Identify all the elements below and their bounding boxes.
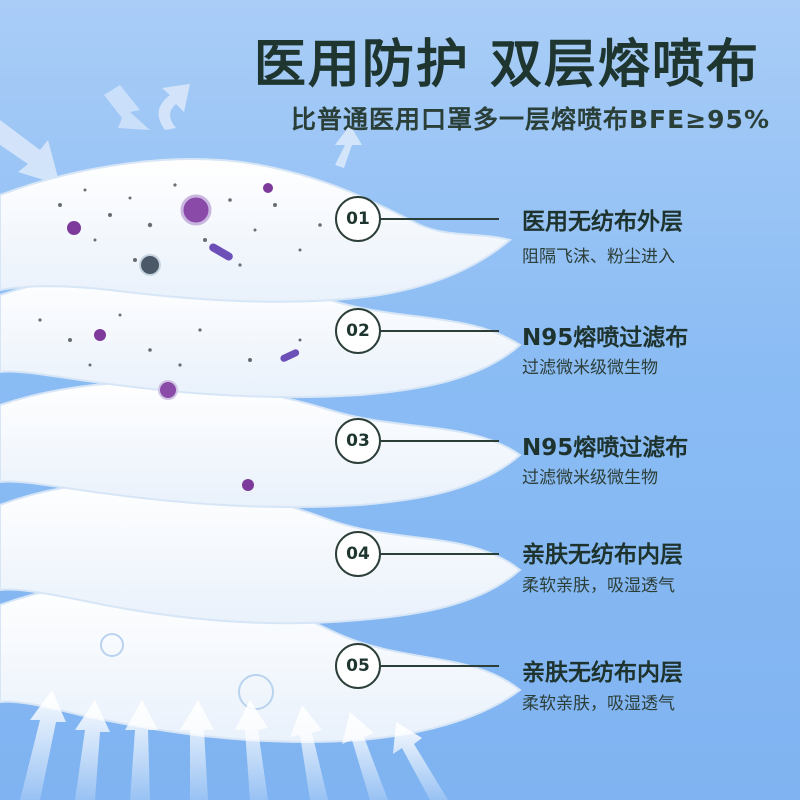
layer-row-5: 05 亲肤无纺布内层 柔软亲肤，吸湿透气 [0,643,800,753]
layer-row-4: 04 亲肤无纺布内层 柔软亲肤，吸湿透气 [0,531,800,641]
airflow-arrow-icon [0,84,362,185]
layer-description: 过滤微米级微生物 [522,468,658,488]
layer-title: 亲肤无纺布内层 [522,542,683,568]
layer-row-1: 01 医用无纺布外层 阻隔飞沫、粉尘进入 [0,196,800,306]
layer-number-badge: 04 [335,531,381,577]
layer-title: N95熔喷过滤布 [522,325,689,351]
layer-number-badge: 03 [335,418,381,464]
page-title: 医用防护 双层熔喷布 [253,35,760,95]
connector-line [381,665,499,667]
connector-line [381,218,499,220]
layer-row-2: 02 N95熔喷过滤布 过滤微米级微生物 [0,308,800,418]
layer-number-badge: 02 [335,308,381,354]
virus-icon [67,183,273,491]
dust-particles [38,183,322,367]
layer-number-badge: 05 [335,643,381,689]
connector-line [381,330,499,332]
bacteria-icon [139,243,300,362]
layer-title: 亲肤无纺布内层 [522,660,683,686]
layer-title: 医用无纺布外层 [522,209,683,235]
layer-row-3: 03 N95熔喷过滤布 过滤微米级微生物 [0,418,800,528]
page-subtitle: 比普通医用口罩多一层熔喷布BFE≥95% [291,105,770,134]
layer-title: N95熔喷过滤布 [522,435,689,461]
water-droplet-icon [100,633,274,710]
connector-line [381,553,499,555]
layer-description: 过滤微米级微生物 [522,358,658,378]
layer-description: 柔软亲肤，吸湿透气 [522,694,675,714]
airflow-arrow-icon [20,690,448,800]
layer-description: 柔软亲肤，吸湿透气 [522,576,675,596]
layer-description: 阻隔飞沫、粉尘进入 [522,247,675,267]
connector-line [381,440,499,442]
layer-number-badge: 01 [335,196,381,242]
